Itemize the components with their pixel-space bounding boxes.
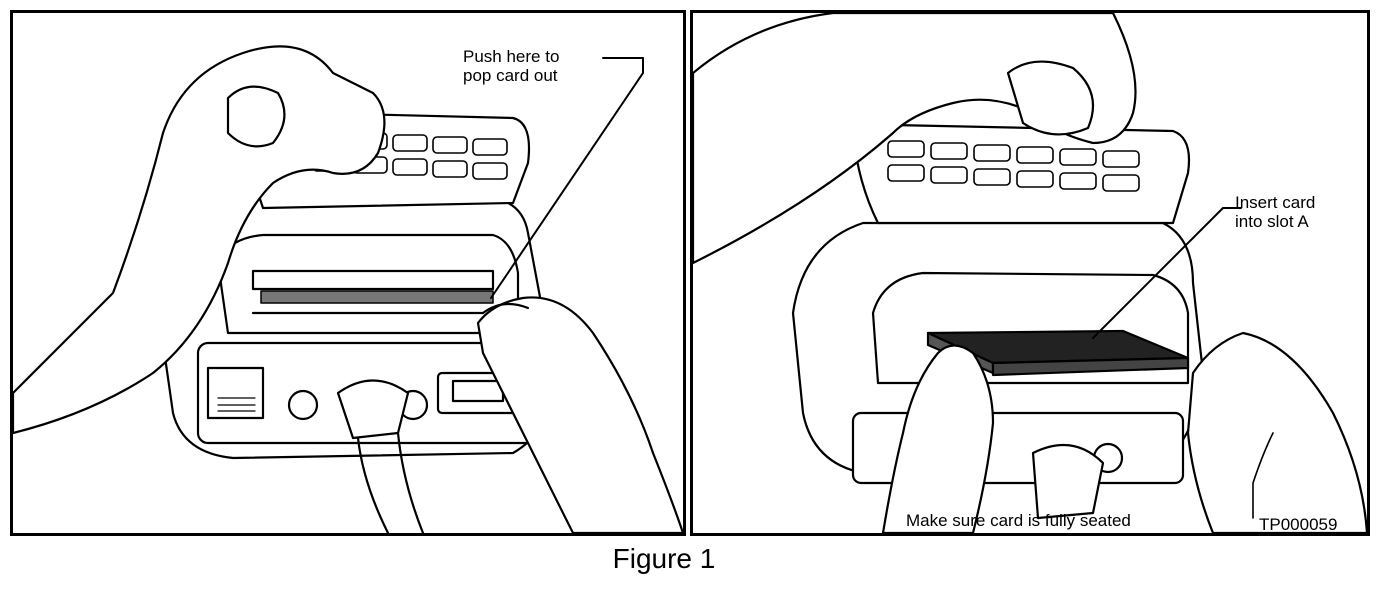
left-illustration-panel: Push here to pop card out — [10, 10, 686, 536]
insert-callout-line-2: into slot A — [1235, 212, 1309, 231]
figure-caption: Figure 1 — [612, 543, 716, 574]
figure-id-label: TP000059 — [1259, 515, 1338, 534]
seated-callout: Make sure card is fully seated — [906, 511, 1131, 530]
eject-callout: Push here to pop card out — [463, 47, 559, 85]
insert-callout: Insert card into slot A — [1235, 193, 1315, 231]
insert-callout-line-1: Insert card — [1235, 193, 1316, 212]
eject-callout-line-1: Push here to — [463, 47, 560, 66]
eject-callout-line-2: pop card out — [463, 66, 558, 85]
right-illustration-panel: Insert card into slot A Make sure card i… — [690, 10, 1370, 536]
card-eject-illustration — [13, 45, 683, 533]
card-insert-illustration — [693, 13, 1367, 533]
